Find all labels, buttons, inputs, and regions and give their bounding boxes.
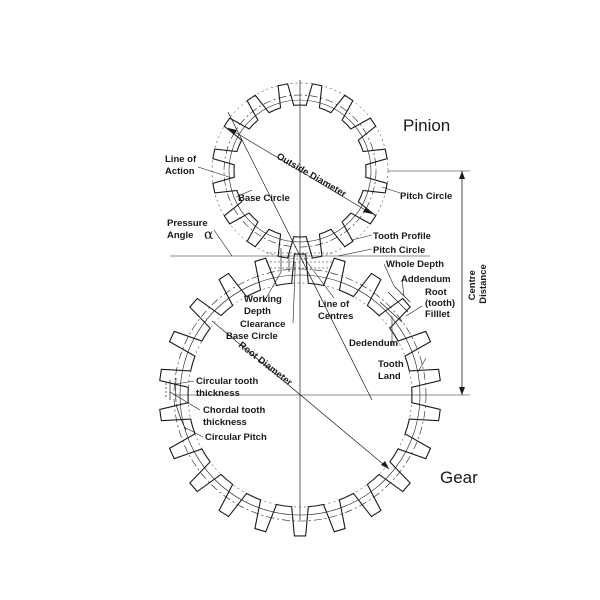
centre-distance-dimension (459, 171, 465, 395)
circular-tooth-thickness-label-2: thickness (196, 388, 240, 399)
whole-depth-label: Whole Depth (386, 259, 444, 270)
pinion-base-circle-label: Base Circle (238, 193, 290, 204)
gear-base-circle-label: Base Circle (226, 331, 278, 342)
tooth-thickness-detail (165, 377, 187, 431)
line-of-action-label: Line of (165, 154, 197, 165)
leader-lines (169, 166, 427, 438)
root-fillet-label-1: Root (425, 287, 447, 298)
pitch-circle-label: Pitch Circle (373, 245, 425, 256)
pinion-pitch-circle-label: Pitch Circle (400, 191, 452, 202)
pressure-angle-label: Pressure (167, 218, 208, 229)
pinion-title: Pinion (403, 116, 450, 135)
chordal-tooth-thickness-label-1: Chordal tooth (203, 405, 265, 416)
chordal-tooth-thickness-label-2: thickness (203, 417, 247, 428)
root-diameter-dimension (211, 320, 390, 470)
root-fillet-label-3: Filllet (425, 309, 451, 320)
circular-pitch-label: Circular Pitch (205, 432, 267, 443)
root-fillet-label-2: (tooth) (425, 298, 455, 309)
pressure-angle-label-2: Angle (167, 230, 193, 241)
working-depth-label-2: Depth (244, 306, 271, 317)
clearance-label: Clearance (240, 319, 285, 330)
tooth-land-label-2: Land (378, 371, 401, 382)
gear-title: Gear (440, 468, 478, 487)
addendum-label: Addendum (401, 274, 451, 285)
working-depth-label-1: Working (244, 294, 282, 305)
line-of-centres-label-2: Centres (318, 311, 353, 322)
depth-dimensions-right (379, 285, 411, 323)
tooth-profile-label: Tooth Profile (373, 231, 431, 242)
line-of-action (227, 111, 373, 401)
centre-distance-label-1: Centre (467, 270, 478, 300)
line-of-action-label-2: Action (165, 166, 195, 177)
line-of-centres-label-1: Line of (318, 299, 350, 310)
alpha-symbol: α (204, 227, 214, 243)
outside-diameter-dimension (227, 127, 373, 215)
dedendum-label: Dedendum (349, 338, 398, 349)
centre-distance-label: Centre Distance (467, 264, 489, 304)
gear-tooth-outline (159, 253, 441, 537)
circular-tooth-thickness-label-1: Circular tooth (196, 376, 258, 387)
tooth-land-label-1: Tooth (378, 359, 404, 370)
mesh-depth-detail (266, 248, 332, 272)
centre-distance-label-2: Distance (478, 264, 489, 304)
